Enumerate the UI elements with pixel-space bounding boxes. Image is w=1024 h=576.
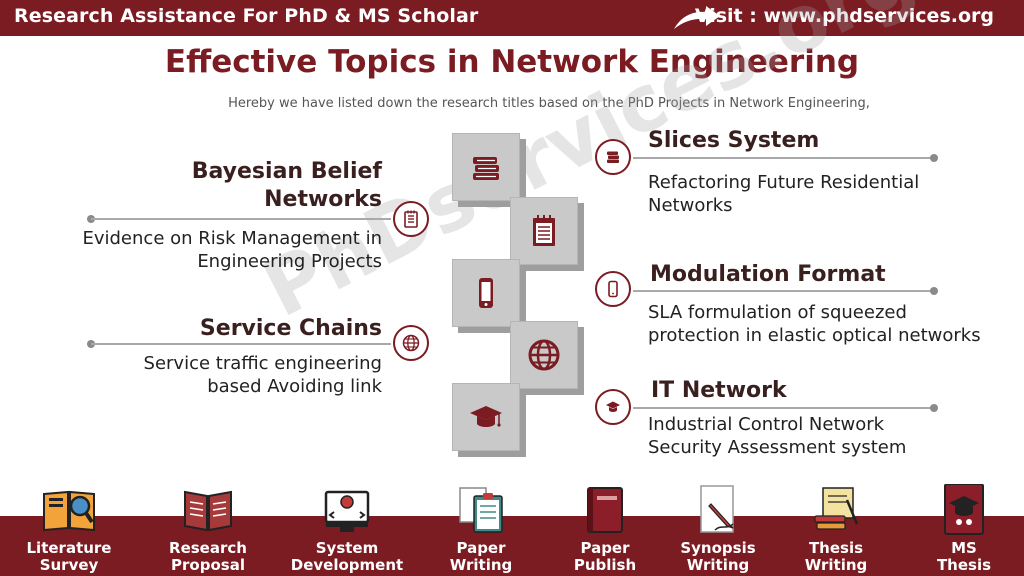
footer-label-line: Thesis <box>936 556 992 574</box>
footer-label-line: Paper <box>580 539 630 557</box>
footer-label-line: Writing <box>804 556 868 574</box>
footer-item-label: MS Thesis <box>899 540 1024 574</box>
footer-label-line: Literature <box>26 539 112 557</box>
topic-desc-slices: Refactoring Future Residential Networks <box>648 171 978 217</box>
topic-desc-line: Evidence on Risk Management in <box>82 228 382 249</box>
footer-item-label: Literature Survey <box>4 540 134 574</box>
topic-desc-line: Industrial Control Network <box>648 414 885 435</box>
topic-desc-bayesian: Evidence on Risk Management in Engineeri… <box>60 227 382 273</box>
topic-icon-circle <box>595 271 631 307</box>
footer-item-label: Paper Writing <box>416 540 546 574</box>
topic-heading-modulation: Modulation Format <box>650 262 886 287</box>
scroll-books-icon <box>814 487 859 530</box>
header-website-link[interactable]: Visit : www.phdservices.org <box>694 5 994 27</box>
topic-icon-circle <box>595 389 631 425</box>
page-subtitle: Hereby we have listed down the research … <box>228 96 870 111</box>
footer-item-label: Synopsis Writing <box>653 540 783 574</box>
connector-line <box>633 407 933 409</box>
topic-desc-it-network: Industrial Control Network Security Asse… <box>648 413 988 459</box>
phone-icon <box>479 278 493 308</box>
topic-desc-line: Service traffic engineering <box>143 353 382 374</box>
center-block <box>452 383 520 451</box>
page-title: Effective Topics in Network Engineering <box>164 44 860 80</box>
footer-item-thesis-writing[interactable]: Thesis Writing <box>771 484 901 576</box>
center-block <box>452 259 520 327</box>
header-bar: Research Assistance For PhD & MS Scholar… <box>0 0 1024 36</box>
topic-desc-line: protection in elastic optical networks <box>648 325 981 346</box>
connector-line <box>91 343 391 345</box>
graduation-cap-icon <box>606 401 620 412</box>
line-dot <box>930 154 938 162</box>
topic-desc-modulation: SLA formulation of squeezed protection i… <box>648 301 1008 347</box>
footer-item-literature-survey[interactable]: Literature Survey <box>4 484 134 576</box>
topic-desc-line: Engineering Projects <box>197 251 382 272</box>
line-dot <box>930 287 938 295</box>
magnifier-book-icon <box>43 490 95 532</box>
footer-label-line: Survey <box>39 556 99 574</box>
notepad-icon <box>404 210 418 228</box>
footer-label-line: Research <box>169 539 247 557</box>
code-monitor-icon <box>324 490 370 532</box>
topic-heading-service-chains: Service Chains <box>199 316 382 341</box>
graduation-cap-icon <box>470 406 502 427</box>
books-icon <box>607 151 619 163</box>
topic-heading-line: Networks <box>264 187 382 212</box>
closed-book-icon <box>587 487 623 533</box>
connector-line <box>633 290 933 292</box>
graduate-book-icon <box>944 484 984 535</box>
paper-clipboard-icon <box>459 487 503 533</box>
topic-icon-circle <box>393 201 429 237</box>
footer-item-label: System Development <box>282 540 412 574</box>
footer-label-line: Development <box>290 556 404 574</box>
topic-desc-line: Networks <box>648 195 733 216</box>
header-tagline: Research Assistance For PhD & MS Scholar <box>14 5 479 27</box>
footer-item-label: Research Proposal <box>143 540 273 574</box>
open-book-icon <box>184 490 232 532</box>
footer-label-line: Synopsis <box>680 539 756 557</box>
line-dot <box>930 404 938 412</box>
topic-icon-circle <box>595 139 631 175</box>
footer-label-line: Writing <box>449 556 513 574</box>
connector-line <box>633 157 933 159</box>
footer-item-system-development[interactable]: System Development <box>282 484 412 576</box>
center-block <box>510 321 578 389</box>
topic-icon-circle <box>393 325 429 361</box>
footer-label-line: Thesis <box>808 539 864 557</box>
arrow-icon <box>674 6 720 29</box>
pen-paper-icon <box>700 485 734 533</box>
topic-heading-bayesian: Bayesian Belief Networks <box>150 158 382 214</box>
footer-item-synopsis-writing[interactable]: Synopsis Writing <box>653 484 783 576</box>
center-block <box>510 197 578 265</box>
globe-icon <box>402 334 420 352</box>
connector-line <box>91 218 391 220</box>
notepad-icon <box>533 215 555 246</box>
footer-label-line: Writing <box>686 556 750 574</box>
topic-desc-line: SLA formulation of squeezed <box>648 302 907 323</box>
topic-heading-it-network: IT Network <box>651 378 787 403</box>
footer-label-line: Publish <box>573 556 637 574</box>
footer-item-paper-writing[interactable]: Paper Writing <box>416 484 546 576</box>
footer-label-line: Proposal <box>171 556 245 574</box>
footer-item-research-proposal[interactable]: Research Proposal <box>143 484 273 576</box>
footer-item-label: Thesis Writing <box>771 540 901 574</box>
center-block <box>452 133 520 201</box>
topic-desc-line: Security Assessment system <box>648 437 907 458</box>
footer-bar <box>0 516 1024 576</box>
books-icon <box>473 157 499 180</box>
topic-desc-line: Refactoring Future Residential <box>648 172 920 193</box>
topic-desc-service-chains: Service traffic engineering based Avoidi… <box>60 352 382 398</box>
footer-item-paper-publish[interactable]: Paper Publish <box>540 484 670 576</box>
footer-label-line: Paper <box>456 539 506 557</box>
phone-icon <box>608 280 618 298</box>
topic-heading-line: Bayesian Belief <box>191 159 382 184</box>
footer-item-label: Paper Publish <box>540 540 670 574</box>
footer-label-line: System <box>315 539 379 557</box>
footer-item-ms-thesis[interactable]: MS Thesis <box>899 484 1024 576</box>
footer-label-line: MS <box>951 539 977 557</box>
globe-icon <box>528 339 560 371</box>
topic-heading-slices: Slices System <box>648 128 820 153</box>
topic-desc-line: based Avoiding link <box>207 376 382 397</box>
